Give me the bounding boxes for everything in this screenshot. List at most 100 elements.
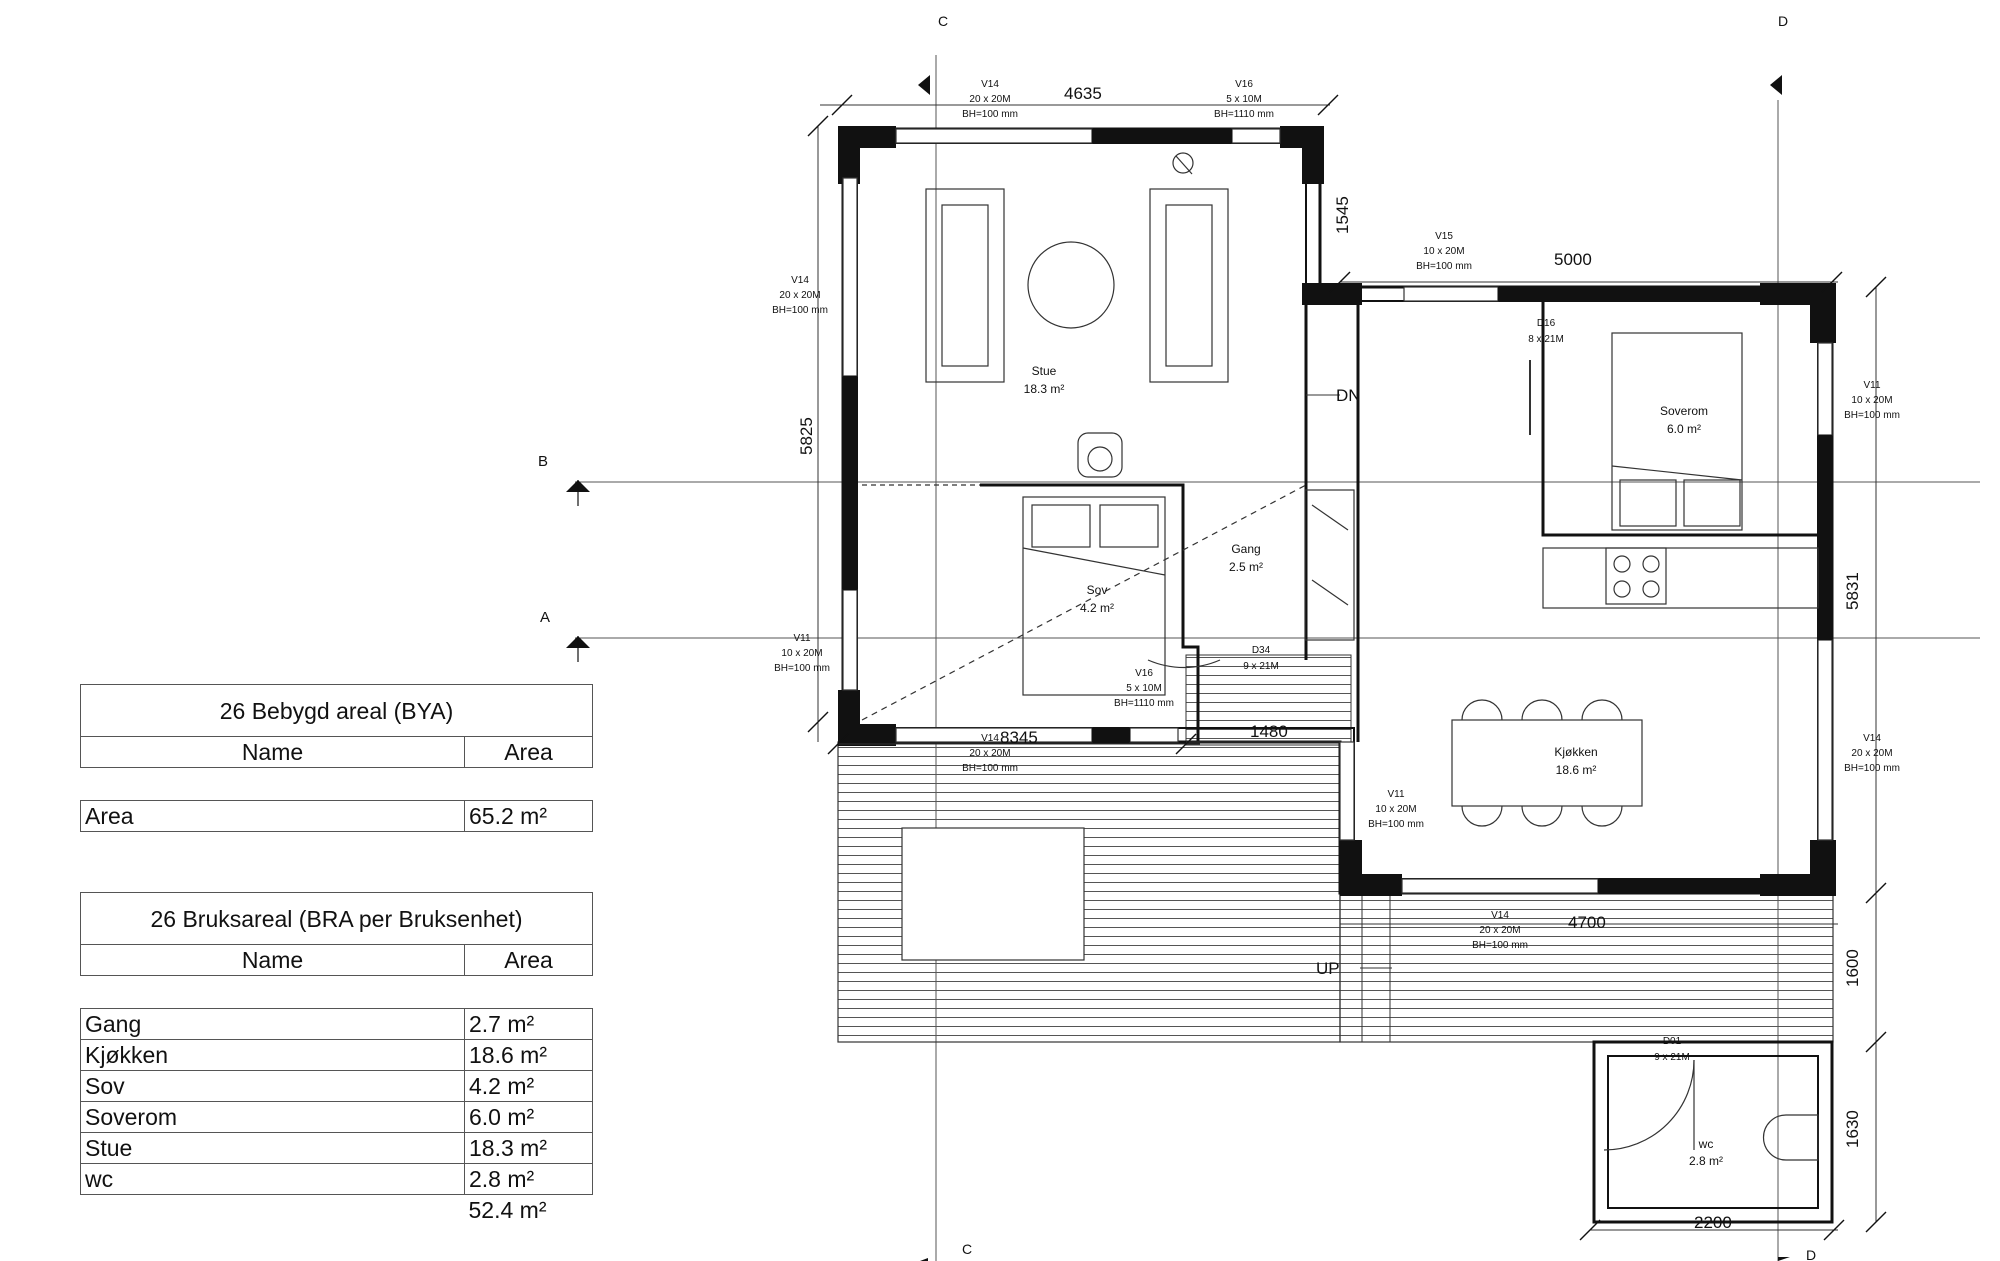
bra-header-name: Name (80, 944, 465, 976)
dim-8345: 8345 (1000, 728, 1038, 747)
dim-1480: 1480 (1250, 722, 1288, 741)
section-markers: B A (538, 453, 590, 662)
dim-5000: 5000 (1554, 250, 1592, 269)
sofa-right (1149, 188, 1229, 383)
bra-row-name: Kjøkken (80, 1039, 465, 1071)
window-v14-kitchen (1401, 878, 1599, 894)
stair-labels: DN UP (1316, 386, 1361, 978)
bya-header-name: Name (80, 736, 465, 768)
table-row: Area 65.2 m² (80, 800, 593, 832)
tag-v14-bottom-1: V14 (981, 733, 999, 744)
chair (1461, 699, 1503, 721)
bra-title: 26 Bruksareal (BRA per Bruksenhet) (80, 892, 593, 945)
dim-4700: 4700 (1568, 913, 1606, 932)
tag-d16-1: D16 (1537, 318, 1556, 329)
tag-v14-right-2: 20 x 20M (1851, 748, 1892, 759)
room-labels: Stue 18.3 m² Soverom 6.0 m² Gang 2.5 m² … (1024, 364, 1723, 1168)
armchair (1077, 432, 1123, 478)
bra-row-area: 6.0 m² (464, 1101, 593, 1133)
cooktop (1605, 547, 1667, 605)
kitchen-counter (1542, 547, 1819, 609)
stair-down-label: DN (1336, 386, 1361, 405)
grid-label-d-top: D (1778, 13, 1788, 29)
dimension-lines (817, 104, 1877, 1231)
tag-v16-sov-2: 5 x 10M (1126, 683, 1162, 694)
corner-posts (838, 126, 1836, 896)
section-label-a: A (540, 609, 550, 626)
tag-d16-2: 8 x 21M (1528, 334, 1564, 345)
door-swing-d34 (1147, 659, 1221, 669)
entry-steps (1185, 654, 1352, 746)
bra-total: 52.4 m² (468, 1197, 547, 1223)
bra-row-name: Stue (80, 1132, 465, 1164)
tag-v16-top-3: BH=1110 mm (1214, 109, 1274, 120)
bra-header-area: Area (464, 944, 593, 976)
tag-v14-top-1: V14 (981, 79, 999, 90)
dimension-labels: 4635 5000 1545 5825 5831 8345 1480 4700 … (797, 84, 1862, 1232)
bra-row-area: 4.2 m² (464, 1070, 593, 1102)
grid-markers: C D C D (918, 13, 1816, 1261)
tag-v11-kitchen-3: BH=100 mm (1368, 819, 1424, 830)
tag-d01-2: 9 x 21M (1654, 1052, 1690, 1063)
grid-marker-c-bottom (920, 1258, 928, 1261)
tag-v16-top-2: 5 x 10M (1226, 94, 1262, 105)
tag-v11-right-1: V11 (1863, 380, 1880, 391)
coffee-table (1027, 241, 1115, 329)
window-v11-left (842, 589, 858, 691)
bra-schedule: 26 Bruksareal (BRA per Bruksenhet) Name … (80, 892, 593, 976)
gang-wall (1304, 301, 1360, 742)
room-kjokken-name: Kjøkken (1554, 745, 1597, 759)
tag-v11-kitchen-1: V11 (1387, 789, 1404, 800)
room-gang-area: 2.5 m² (1229, 560, 1263, 574)
tag-v11-right-3: BH=100 mm (1844, 410, 1900, 421)
room-soverom-name: Soverom (1660, 404, 1708, 418)
room-wc-name: wc (1698, 1137, 1714, 1151)
wardrobe (1304, 489, 1355, 641)
tag-d01-1: D01 (1663, 1036, 1682, 1047)
tag-v14-top-3: BH=100 mm (962, 109, 1018, 120)
tag-v11-left-3: BH=100 mm (774, 663, 830, 674)
room-wc-area: 2.8 m² (1689, 1154, 1723, 1168)
bra-row-name: Gang (80, 1008, 465, 1040)
tag-v16-sov-1: V16 (1135, 668, 1153, 679)
grid-label-c-top: C (938, 13, 948, 29)
tag-v14-right-1: V14 (1863, 733, 1881, 744)
bra-row-area: 2.8 m² (464, 1163, 593, 1195)
tag-v15-top-2: 10 x 20M (1423, 246, 1464, 257)
dim-5825: 5825 (797, 417, 816, 455)
room-soverom-area: 6.0 m² (1667, 422, 1701, 436)
window-tags: V14 20 x 20M BH=100 mm V16 5 x 10M BH=11… (772, 79, 1900, 951)
door-tags: D16 8 x 21M D34 9 x 21M D01 9 x 21M (1243, 318, 1690, 1063)
room-sov-name: Sov (1087, 583, 1108, 597)
tag-v14-left-2: 20 x 20M (779, 290, 820, 301)
window-v11-kitchen (1339, 741, 1355, 841)
window-v15-top (1403, 286, 1499, 302)
solid-wall-segments (843, 129, 1832, 893)
tag-v14-left-3: BH=100 mm (772, 305, 828, 316)
bra-row-area: 2.7 m² (464, 1008, 593, 1040)
bra-row-area: 18.6 m² (464, 1039, 593, 1071)
bya-row-area: 65.2 m² (464, 800, 593, 832)
sofa-left (925, 188, 1005, 383)
tag-v14-bottom-3: BH=100 mm (962, 763, 1018, 774)
tag-v14-kitchen-2: 20 x 20M (1479, 925, 1520, 936)
wc-wall-inner (1607, 1055, 1819, 1209)
dining-table (1451, 719, 1643, 807)
room-stue-area: 18.3 m² (1024, 382, 1065, 396)
room-kjokken-area: 18.6 m² (1556, 763, 1597, 777)
dimension-ticks (807, 94, 1887, 1241)
section-label-b: B (538, 453, 548, 470)
tag-v11-left-1: V11 (793, 633, 810, 644)
bra-row-name: Sov (80, 1070, 465, 1102)
window-v16-sov (1129, 727, 1179, 743)
wc-wall-outer (1592, 1040, 1834, 1224)
bya-rows: Area 65.2 m² (80, 800, 593, 832)
tag-v14-kitchen-3: BH=100 mm (1472, 940, 1528, 951)
tag-v14-kitchen-1: V14 (1491, 910, 1509, 921)
window-v14-left (842, 177, 858, 377)
